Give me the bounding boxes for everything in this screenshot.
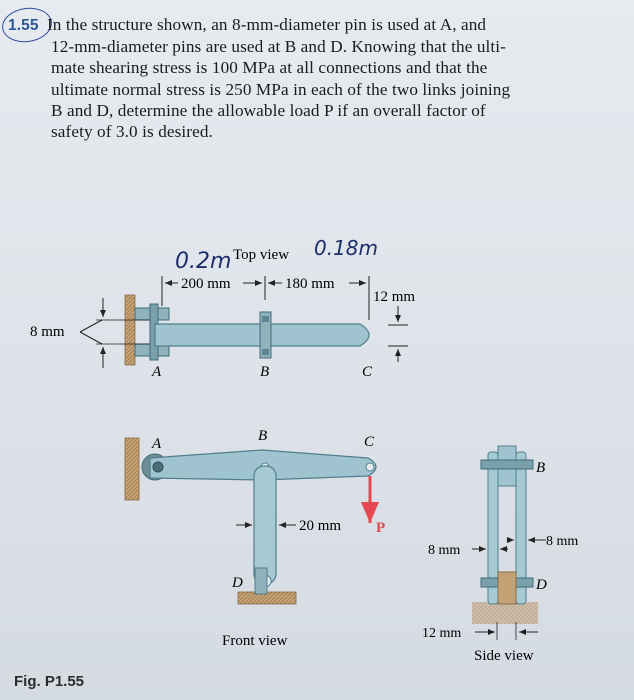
dim-12mm-top: 12 mm (373, 289, 415, 305)
problem-line-2: 12-mm-diameter pins are used at B and D.… (51, 37, 506, 57)
handwritten-0-18m: 0.18m (314, 236, 378, 260)
dim-180mm: 180 mm (285, 276, 335, 292)
front-label-a: A (151, 436, 162, 452)
problem-line-3: mate shearing stress is 100 MPa at all c… (51, 58, 488, 78)
problem-line-5: B and D, determine the allowable load P … (51, 100, 486, 120)
top-view-wall (124, 294, 136, 366)
top-label-b: B (260, 364, 269, 380)
problem-number: 1.55 (8, 17, 39, 34)
side-view-title: Side view (474, 648, 534, 664)
side-link-left (487, 451, 499, 605)
figure-label: Fig. P1.55 (14, 673, 85, 690)
dim-8mm-side-right: 8 mm (546, 534, 578, 549)
link-bd-front (253, 465, 277, 585)
dim-20mm: 20 mm (299, 518, 341, 534)
side-link-right (515, 451, 527, 605)
dim-200mm: 200 mm (181, 276, 231, 292)
problem-line-6: safety of 3.0 is desired. (51, 122, 213, 142)
dim-12mm-side: 12 mm (422, 626, 461, 641)
front-view-wall (124, 437, 140, 501)
top-label-c: C (362, 364, 373, 380)
problem-statement: 1.55 In the structure shown, an 8-mm-dia… (8, 14, 628, 142)
side-label-b: B (536, 460, 545, 476)
side-label-d: D (535, 577, 547, 593)
dim-8mm-top: 8 mm (30, 324, 65, 340)
handwritten-0-2m: 0.2m (175, 249, 231, 274)
side-pin-b (480, 459, 534, 470)
side-view-base (472, 602, 538, 624)
front-label-b: B (258, 428, 267, 444)
front-label-d: D (231, 575, 243, 591)
dim-8mm-side-left: 8 mm (428, 543, 460, 558)
pin-b-top (259, 311, 272, 359)
problem-line-4: ultimate normal stress is 250 MPa in eac… (51, 79, 511, 99)
front-view-title: Front view (222, 633, 288, 649)
top-view: 0.2m Top view 0.18m 200 mm 180 mm 12 mm (30, 236, 415, 380)
front-label-c: C (364, 434, 375, 450)
load-p-label: P (376, 520, 385, 536)
top-view-title: Top view (233, 247, 289, 263)
front-view: A B C D 20 mm P Front view (124, 428, 385, 649)
side-view: B D 8 mm 8 mm 12 mm Side view (422, 445, 578, 664)
top-label-a: A (151, 364, 162, 380)
problem-line-1: 1.55 In the structure shown, an 8-mm-dia… (8, 15, 487, 34)
